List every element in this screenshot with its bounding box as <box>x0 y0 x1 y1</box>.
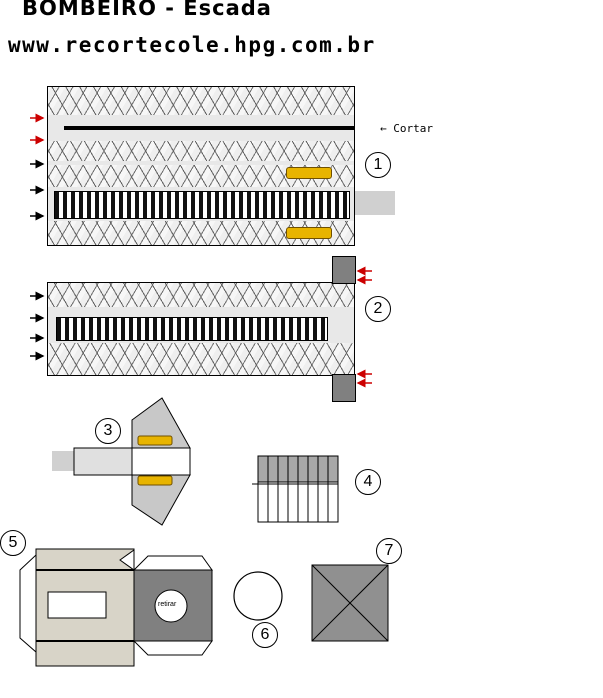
piece-2-tab <box>332 374 356 402</box>
piece-number-6: 6 <box>252 622 278 648</box>
piece-1-yellow-part <box>286 227 332 239</box>
piece-2-truss-row <box>48 283 354 307</box>
piece-2-arrows <box>30 266 372 388</box>
piece-1-ladder <box>54 191 350 219</box>
cut-label-text: Cortar <box>393 122 433 135</box>
piece-2-panel <box>47 282 355 376</box>
piece-4 <box>252 455 339 523</box>
piece-1-truss-row <box>48 141 354 161</box>
piece-number-2: 2 <box>365 296 391 322</box>
site-url: www.recortecole.hpg.com.br <box>8 33 376 57</box>
piece-2-ladder <box>56 317 328 341</box>
piece-number-1: 1 <box>365 152 391 178</box>
piece-2-truss-row <box>48 343 354 375</box>
piece-1-yellow-part <box>286 167 332 179</box>
piece-number-3: 3 <box>95 418 121 444</box>
piece-1-truss-row <box>48 165 354 187</box>
arrow-left-icon: ← <box>380 122 387 135</box>
piece-5 <box>19 548 213 667</box>
piece-1-arrows <box>30 113 45 221</box>
page-title: BOMBEIRO - Escada <box>22 0 272 20</box>
piece-3 <box>52 397 191 526</box>
piece-number-7: 7 <box>376 538 402 564</box>
piece-number-5: 5 <box>0 530 26 556</box>
piece-number-4: 4 <box>355 469 381 495</box>
piece-2-tab <box>332 256 356 284</box>
cut-label: ← Cortar <box>380 122 433 135</box>
remove-label: retirar <box>158 601 177 608</box>
piece-1-tab <box>355 191 395 215</box>
piece-1-panel <box>47 86 355 246</box>
piece-1-cut-line <box>64 126 354 130</box>
piece-7 <box>311 564 389 642</box>
piece-1-truss-row <box>48 87 354 115</box>
piece-6 <box>233 571 283 621</box>
